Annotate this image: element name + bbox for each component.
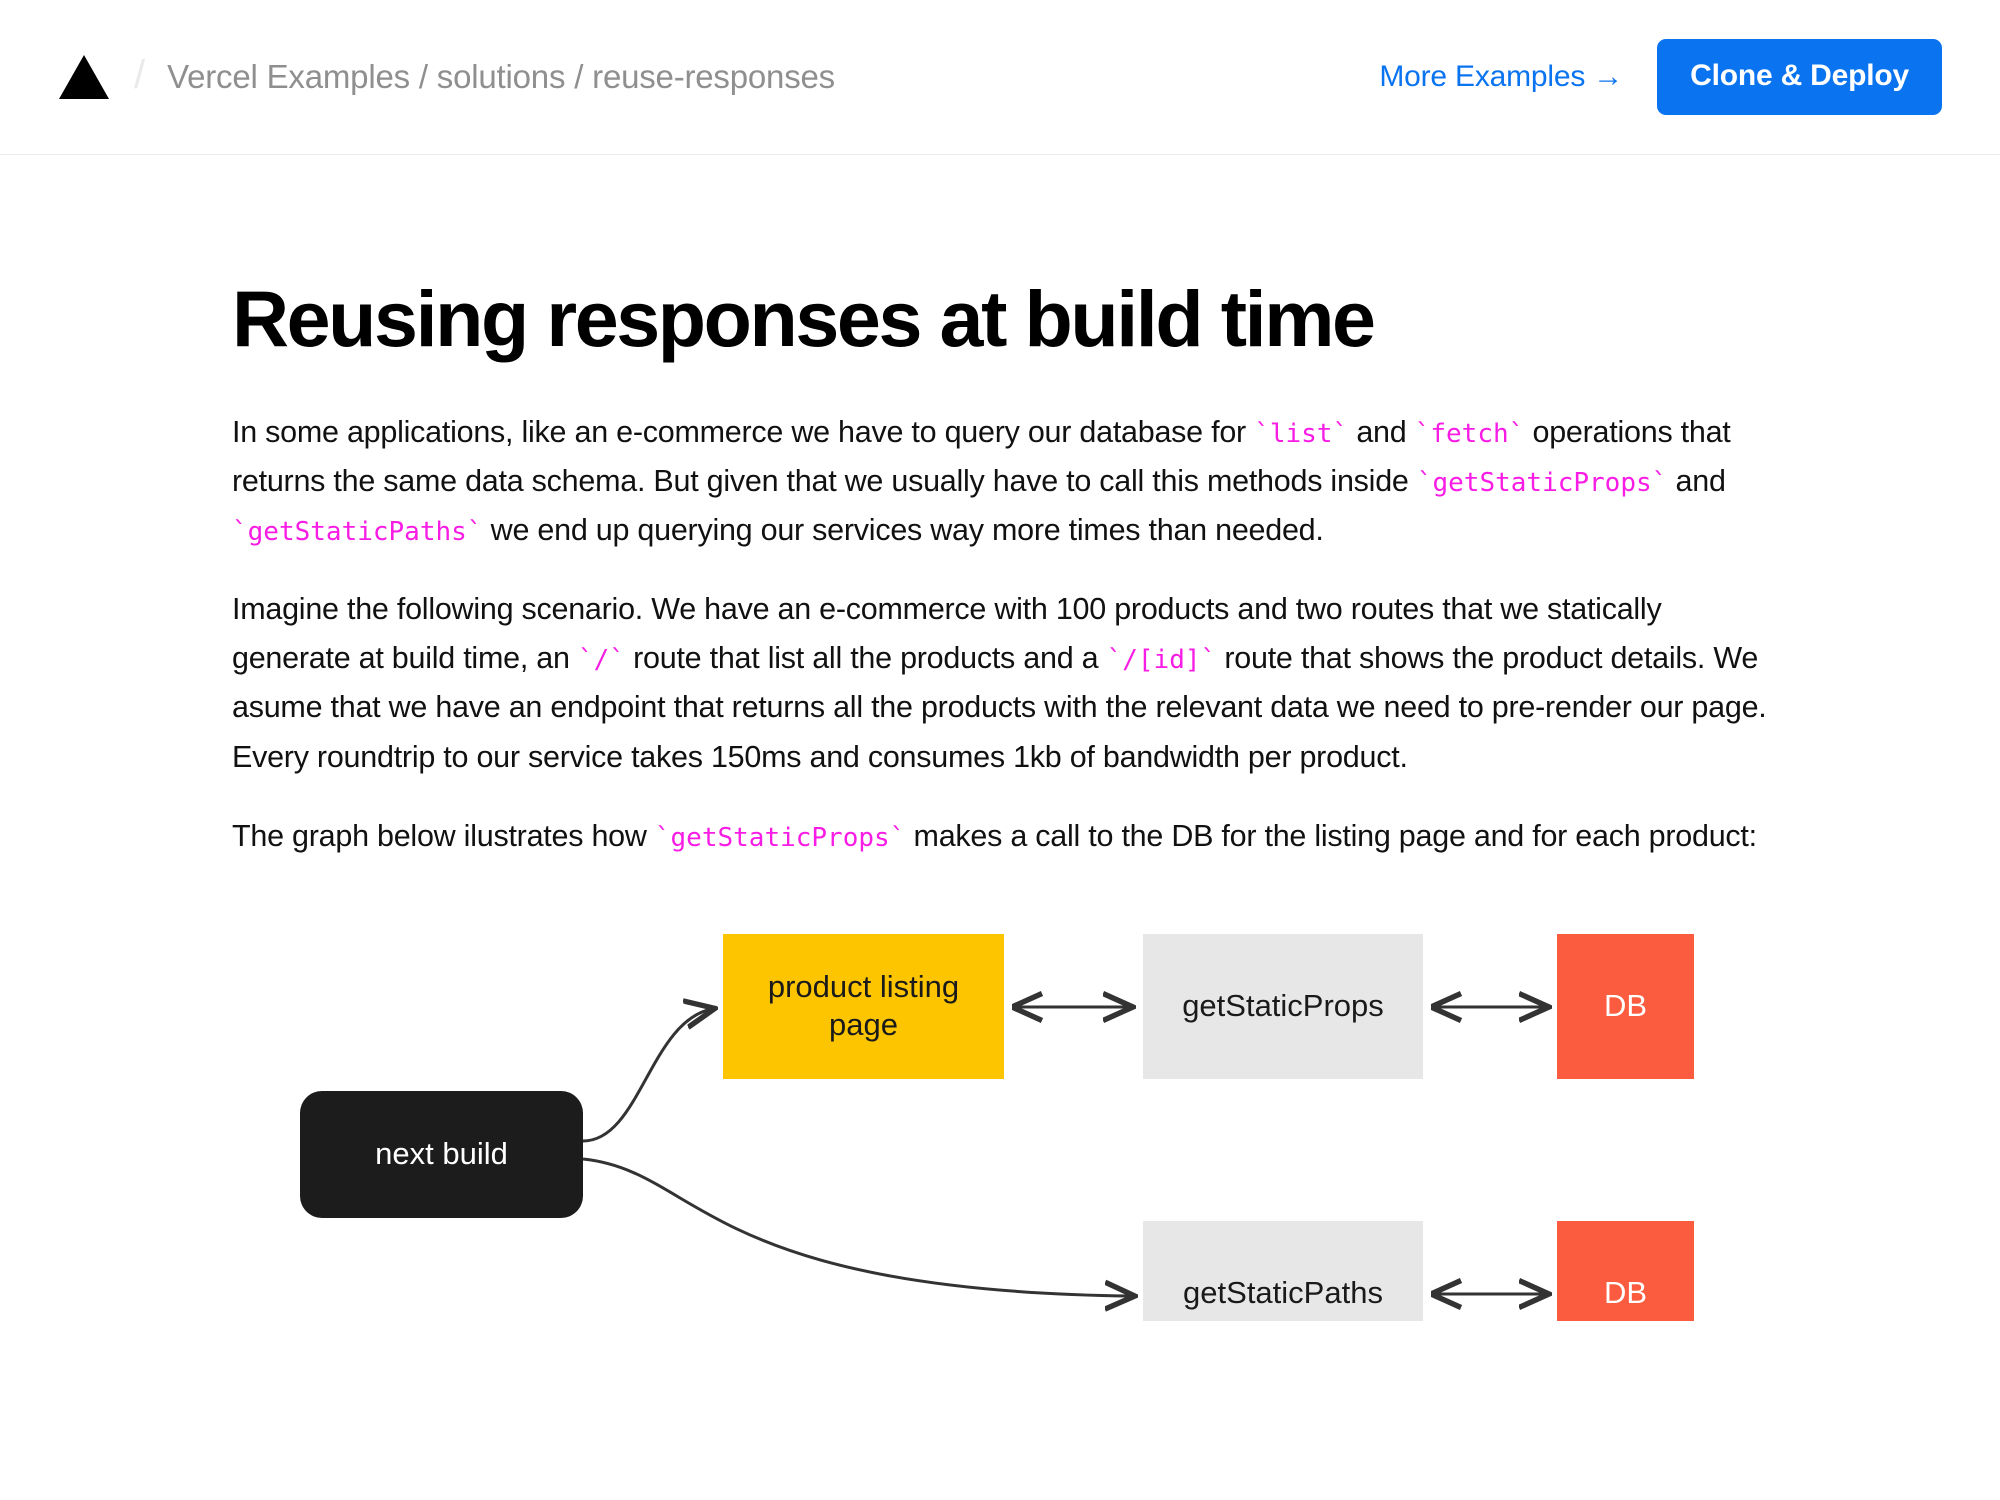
paragraph-1: In some applications, like an e-commerce… bbox=[232, 408, 1777, 555]
header-actions: More Examples → Clone & Deploy bbox=[1379, 39, 1942, 115]
vercel-logo-link[interactable] bbox=[58, 53, 110, 101]
p3-text-1: The graph below ilustrates how bbox=[232, 818, 655, 853]
brand-group: / Vercel Examples / solutions / reuse-re… bbox=[58, 53, 835, 101]
p1-text-2: and bbox=[1348, 414, 1415, 449]
diagram-node-db-top[interactable]: DB bbox=[1557, 933, 1694, 1079]
diagram-node-get-static-paths[interactable]: getStaticPaths bbox=[1143, 1220, 1423, 1321]
inline-code-id-route: `/[id]` bbox=[1106, 645, 1217, 676]
edge-nextbuild-to-listing bbox=[582, 1009, 712, 1143]
site-header: / Vercel Examples / solutions / reuse-re… bbox=[0, 0, 2000, 155]
edge-nextbuild-to-getstaticpaths bbox=[582, 1157, 1132, 1296]
inline-code-root-route: `/` bbox=[577, 645, 625, 676]
p1-text-5: we end up querying our services way more… bbox=[482, 513, 1324, 548]
vercel-triangle-logo-icon bbox=[59, 55, 109, 99]
breadcrumb[interactable]: Vercel Examples / solutions / reuse-resp… bbox=[167, 58, 835, 95]
p2-text-3: route that shows the product details. We… bbox=[232, 641, 1767, 774]
paragraph-3: The graph below ilustrates how `getStati… bbox=[232, 812, 1777, 861]
p1-text-1: In some applications, like an e-commerce… bbox=[232, 414, 1255, 449]
article-main: Reusing responses at build time In some … bbox=[0, 274, 2000, 1321]
inline-code-getstaticpaths-1: `getStaticPaths` bbox=[232, 517, 483, 548]
inline-code-getstaticprops-2: `getStaticProps` bbox=[654, 822, 906, 853]
p1-text-4: and bbox=[1667, 464, 1726, 499]
paragraph-2: Imagine the following scenario. We have … bbox=[232, 585, 1777, 781]
clone-and-deploy-button[interactable]: Clone & Deploy bbox=[1657, 39, 1942, 115]
inline-code-getstaticprops-1: `getStaticProps` bbox=[1416, 468, 1668, 499]
page-title: Reusing responses at build time bbox=[232, 274, 1376, 363]
inline-code-list: `list` bbox=[1254, 418, 1349, 449]
diagram-node-product-listing-page[interactable]: product listing page bbox=[723, 933, 1004, 1079]
build-flow-diagram: next build product listing page getStati… bbox=[0, 891, 2000, 1321]
p2-text-1: Imagine the following scenario. We have … bbox=[232, 592, 1662, 676]
diagram-connectors bbox=[582, 891, 2000, 1321]
brand-separator-slash: / bbox=[134, 53, 146, 97]
article-prose: In some applications, like an e-commerce… bbox=[232, 408, 1777, 861]
diagram-node-get-static-props[interactable]: getStaticProps bbox=[1143, 933, 1423, 1079]
p2-text-2: route that list all the products and a bbox=[624, 641, 1107, 676]
p3-text-2: makes a call to the DB for the listing p… bbox=[905, 818, 1758, 853]
p1-text-3: operations that returns the same data sc… bbox=[232, 414, 1731, 499]
diagram-node-next-build[interactable]: next build bbox=[300, 1090, 583, 1218]
diagram-node-db-bottom[interactable]: DB bbox=[1557, 1220, 1694, 1321]
more-examples-link[interactable]: More Examples → bbox=[1379, 60, 1624, 93]
inline-code-fetch: `fetch` bbox=[1414, 418, 1525, 449]
